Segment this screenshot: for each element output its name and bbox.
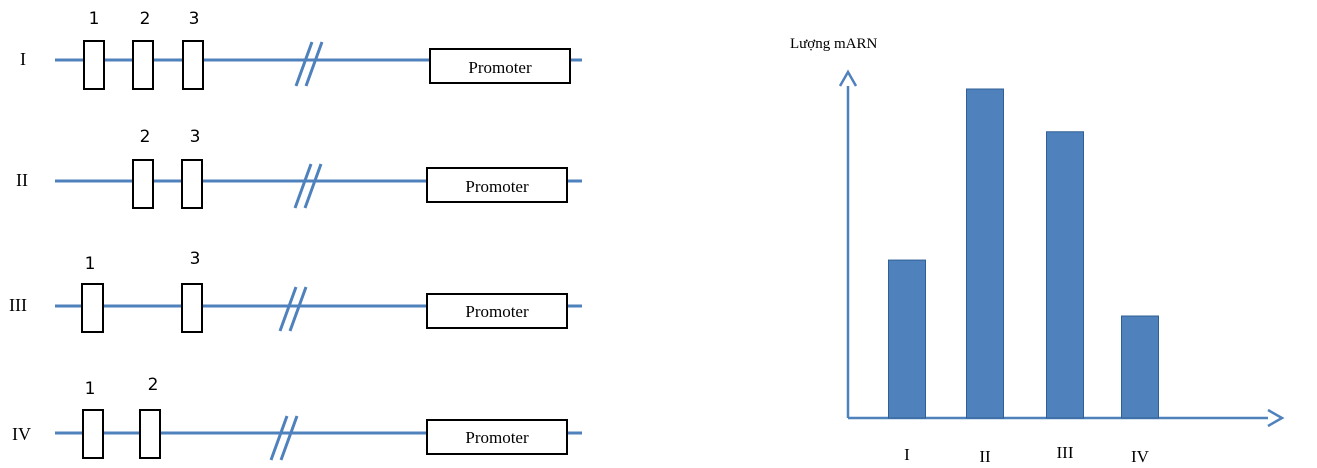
break-mark-2a bbox=[293, 163, 313, 209]
bar-i bbox=[888, 259, 926, 419]
promoter-label-2: Promoter bbox=[465, 177, 529, 196]
region-number-2-3: 3 bbox=[190, 127, 201, 147]
break-mark-4a bbox=[269, 415, 289, 461]
promoter-box-4 bbox=[426, 419, 568, 455]
region-box-2-3 bbox=[181, 159, 203, 209]
promoter-box-2 bbox=[426, 167, 568, 203]
gene-row-2-boxes bbox=[132, 159, 568, 209]
region-box-1-3 bbox=[182, 40, 204, 90]
gene-row-3-boxes bbox=[81, 283, 568, 333]
tick-label-iii: III bbox=[1057, 443, 1074, 462]
break-mark-3a bbox=[278, 286, 298, 332]
break-mark-1a bbox=[294, 41, 314, 87]
bars bbox=[888, 88, 1159, 419]
gene-label-4: IV bbox=[12, 424, 31, 444]
x-axis-arrow bbox=[1267, 408, 1285, 428]
y-axis-label: Lượng mARN bbox=[790, 36, 877, 52]
promoter-box-1 bbox=[429, 48, 571, 84]
region-number-1-2: 2 bbox=[140, 9, 151, 29]
region-number-3-3: 3 bbox=[190, 249, 201, 269]
tick-label-ii: II bbox=[979, 447, 991, 466]
region-number-3-1: 1 bbox=[85, 254, 96, 274]
region-box-3-3 bbox=[181, 283, 203, 333]
y-axis-arrow bbox=[838, 69, 858, 87]
bar-iii bbox=[1046, 131, 1084, 419]
region-number-4-2: 2 bbox=[148, 375, 159, 395]
region-number-2-2: 2 bbox=[140, 127, 151, 147]
tick-label-i: I bbox=[904, 445, 910, 464]
region-box-1-1 bbox=[83, 40, 105, 90]
gene-label-1: I bbox=[20, 49, 26, 69]
promoter-box-3 bbox=[426, 293, 568, 329]
gene-label-3: III bbox=[9, 295, 27, 315]
region-number-1-3: 3 bbox=[189, 9, 200, 29]
region-box-4-2 bbox=[139, 409, 161, 459]
tick-label-iv: IV bbox=[1131, 447, 1150, 466]
region-number-1-1: 1 bbox=[89, 9, 100, 29]
region-box-4-1 bbox=[82, 409, 104, 459]
break-mark-1b bbox=[304, 41, 324, 87]
break-mark-2b bbox=[303, 163, 323, 209]
region-number-4-1: 1 bbox=[85, 379, 96, 399]
region-box-1-2 bbox=[132, 40, 154, 90]
promoter-label-3: Promoter bbox=[465, 302, 529, 321]
region-box-3-1 bbox=[81, 283, 104, 333]
break-mark-4b bbox=[279, 415, 299, 461]
promoter-label-1: Promoter bbox=[468, 58, 532, 77]
gene-label-2: II bbox=[16, 170, 28, 190]
break-mark-3b bbox=[288, 286, 308, 332]
promoter-label-4: Promoter bbox=[465, 428, 529, 447]
bar-iv bbox=[1121, 315, 1159, 419]
region-box-2-2 bbox=[132, 159, 154, 209]
gene-row-4-boxes bbox=[82, 409, 568, 459]
gene-row-1-boxes bbox=[83, 40, 571, 90]
bar-ii bbox=[966, 88, 1004, 419]
